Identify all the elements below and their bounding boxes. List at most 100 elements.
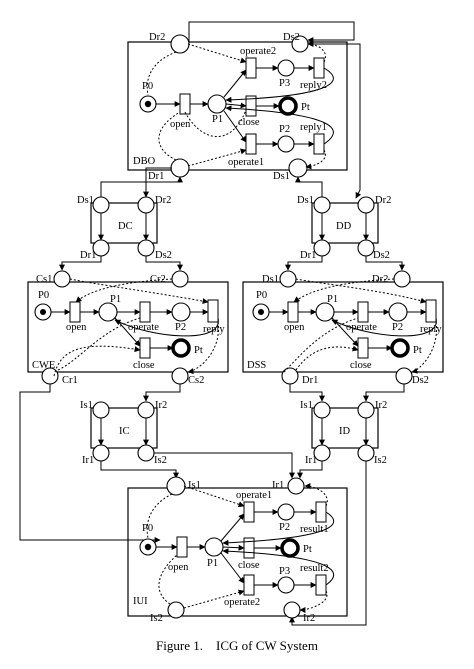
dss-port-dr1 xyxy=(281,367,299,385)
dc-label-name: DC xyxy=(118,221,133,232)
dc-label-ds1: Ds1 xyxy=(77,195,94,206)
dc-box xyxy=(90,202,158,244)
iui-label-p1: P1 xyxy=(207,558,218,569)
figure-caption: Figure 1. ICG of CW System xyxy=(0,638,474,654)
dss-label-ds2: Ds2 xyxy=(412,375,429,386)
iui-trans-operate2 xyxy=(243,574,255,596)
ic-label-is2: Is2 xyxy=(154,455,167,466)
iui-label-is2: Is2 xyxy=(150,613,163,624)
cwe-trans-reply xyxy=(207,299,219,323)
dbo-module xyxy=(127,21,362,199)
ic-label-ir2: Ir2 xyxy=(155,400,167,411)
ic-label-is1: Is1 xyxy=(80,400,93,411)
dss-label-p2: P2 xyxy=(392,322,403,333)
dss-label-dr2: Dr2 xyxy=(372,274,388,285)
ic-label-ir1: Ir1 xyxy=(82,455,94,466)
dss-label-operate: operate xyxy=(346,322,377,333)
ic-port-is1 xyxy=(92,401,110,419)
id-label-ir1: Ir1 xyxy=(305,455,317,466)
dc-label-dr2: Dr2 xyxy=(155,195,171,206)
dbo-label-close: close xyxy=(238,117,260,128)
dbo-label-operate1: operate1 xyxy=(228,157,264,168)
id-box xyxy=(311,407,379,449)
dbo-label-name: DBO xyxy=(133,156,156,167)
cwe-label-pt: Pt xyxy=(194,345,203,356)
dc-port-dr2 xyxy=(137,196,155,214)
ic-port-ir2 xyxy=(137,401,155,419)
dss-token xyxy=(258,309,264,315)
id-label-is1: Is1 xyxy=(300,400,313,411)
cwe-trans-operate xyxy=(139,301,151,323)
iui-label-result2: result2 xyxy=(300,563,329,574)
labels: Dr2 Ds2 Dr1 Ds1 DBO P0 P1 P3 P2 Pt open … xyxy=(32,32,442,624)
ic-port-is2 xyxy=(137,444,155,462)
dc-label-ds2: Ds2 xyxy=(155,250,172,261)
dss-module xyxy=(242,270,444,385)
dbo-place-pt xyxy=(278,96,298,116)
iui-token xyxy=(144,543,152,551)
dss-trans-operate xyxy=(357,301,369,323)
dbo-label-p3: P3 xyxy=(279,78,290,89)
dss-label-close: close xyxy=(350,360,372,371)
iui-label-ir2: Ir2 xyxy=(303,613,315,624)
dd-label-ds1: Ds1 xyxy=(297,195,314,206)
dbo-trans-reply1 xyxy=(313,133,325,155)
dss-box xyxy=(242,281,444,373)
dd-label-name: DD xyxy=(336,221,352,232)
iui-place-p2 xyxy=(277,503,295,521)
dbo-box xyxy=(127,41,348,171)
cwe-port-cs1 xyxy=(53,270,71,288)
dbo-label-ds2: Ds2 xyxy=(283,32,300,43)
iui-label-close: close xyxy=(238,560,260,571)
iui-label-pt: Pt xyxy=(303,544,312,555)
cwe-label-cr2: Cr2 xyxy=(150,274,166,285)
id-label-is2: Is2 xyxy=(374,455,387,466)
cwe-label-p0: P0 xyxy=(38,290,49,301)
dbo-label-reply1: reply1 xyxy=(300,122,327,133)
dss-label-name: DSS xyxy=(247,360,266,371)
cwe-trans-close xyxy=(139,337,151,359)
iui-trans-open xyxy=(176,536,188,558)
dbo-trans-operate1 xyxy=(245,133,257,155)
iui-port-ir2 xyxy=(283,601,301,619)
cwe-module xyxy=(27,270,229,385)
cwe-label-p1: P1 xyxy=(110,294,121,305)
id-port-is2 xyxy=(357,444,375,462)
id-port-ir2 xyxy=(357,401,375,419)
cwe-label-cr1: Cr1 xyxy=(62,375,78,386)
dss-trans-reply xyxy=(425,299,437,323)
cwe-label-cs2: Cs2 xyxy=(188,375,204,386)
dbo-port-dr1 xyxy=(170,158,190,178)
dbo-place-p2 xyxy=(277,135,295,153)
dss-port-ds2 xyxy=(395,367,413,385)
dss-place-p2 xyxy=(388,302,408,322)
dbo-port-ds1 xyxy=(288,158,308,178)
dd-label-dr2: Dr2 xyxy=(375,195,391,206)
id-label-name: ID xyxy=(339,426,350,437)
dbo-label-pt: Pt xyxy=(301,102,310,113)
dbo-label-dr1: Dr1 xyxy=(148,171,164,182)
dss-place-p1 xyxy=(315,302,335,322)
dss-place-pt xyxy=(390,338,410,358)
dd-port-ds1 xyxy=(313,196,331,214)
cwe-label-reply: reply xyxy=(203,324,225,335)
iui-trans-operate1 xyxy=(243,501,255,523)
dbo-label-ds1: Ds1 xyxy=(273,171,290,182)
iui-label-is1: Is1 xyxy=(188,480,201,491)
iui-module xyxy=(127,476,348,619)
dd-box xyxy=(311,202,379,244)
dc-module xyxy=(90,167,183,257)
caption-title: ICG of CW System xyxy=(215,638,318,653)
cwe-label-cs1: Cs1 xyxy=(36,274,52,285)
dbo-trans-operate2 xyxy=(245,57,257,79)
dbo-label-p0: P0 xyxy=(142,81,153,92)
dd-port-dr2 xyxy=(357,196,375,214)
cwe-label-operate: operate xyxy=(128,322,159,333)
id-label-ir2: Ir2 xyxy=(375,400,387,411)
ic-module xyxy=(90,401,295,479)
iui-label-ir1: Ir1 xyxy=(272,480,284,491)
dbo-label-p2: P2 xyxy=(279,124,290,135)
iui-label-p3: P3 xyxy=(279,566,290,577)
dss-trans-close xyxy=(357,337,369,359)
dbo-trans-reply2 xyxy=(313,57,325,79)
